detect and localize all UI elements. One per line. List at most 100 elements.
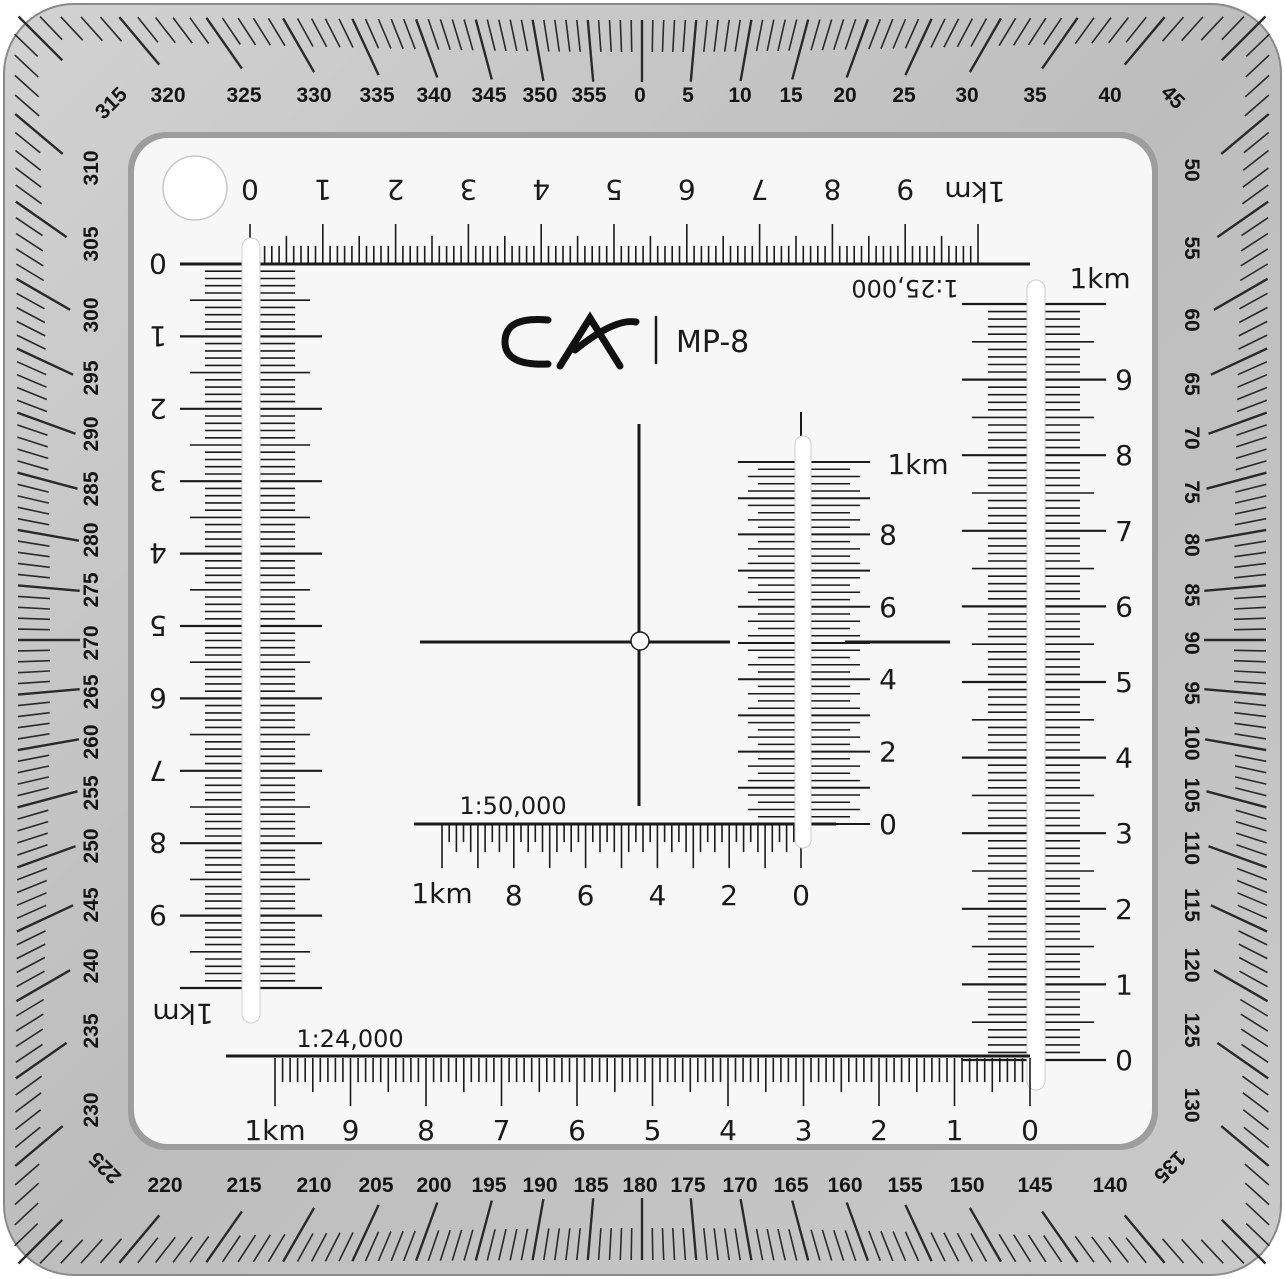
bezel-tick [1235,448,1267,460]
bezel-label-bottom: 190 [522,1174,557,1197]
bezel-tick [1240,248,1269,267]
bezel-label-left: 310 [80,150,103,185]
bezel-tick [16,399,48,413]
bezel-tick [1239,263,1269,282]
bezel-tick [189,1235,210,1263]
bezel-label-right: 100 [1180,725,1203,760]
bezel-tick [39,16,63,41]
top-scale-ticks [249,224,979,264]
left-scale-number: 6 [149,681,167,714]
right-scale-number: 4 [1115,742,1133,775]
bezel-tick [282,17,316,73]
bezel-tick [810,19,821,51]
bezel-tick [17,517,50,526]
bezel-tick [1027,1234,1047,1263]
bezel-label-top: 325 [226,84,261,107]
bezel-tick [221,17,241,45]
bezel-tick [80,1238,103,1264]
inner-horizontal-ticks [441,824,802,868]
bezel-tick [1234,562,1267,569]
bezel-tick [1235,809,1267,820]
bezel-tick [892,18,907,49]
top-scale-number: 2 [387,173,405,206]
bezel-tick [17,776,50,785]
bezel-label-bottom: 150 [949,1174,984,1197]
left-scale-number: 3 [149,464,167,497]
bezel-label-right: 70 [1180,426,1203,449]
bezel-tick [16,334,46,350]
bezel-label-top: 0 [634,84,646,107]
bezel-tick [15,998,45,1017]
bezel-label-bottom: 200 [416,1174,451,1197]
bezel-tick [1243,131,1270,154]
bezel-tick [554,19,561,52]
bottom-scale-number: 6 [568,1114,586,1147]
bezel-tick [15,1028,44,1048]
bezel-tick [17,562,50,569]
bezel-tick [17,790,78,809]
bezel-tick [1233,628,1267,631]
bezel-tick [1181,1238,1204,1264]
bezel-label-right: 115 [1180,888,1203,922]
right-scale-number: 3 [1115,817,1133,850]
bezel-tick [1220,113,1270,155]
left-scale-number: 4 [149,537,167,570]
bezel-tick [844,1230,857,1261]
bezel-tick [1240,1013,1269,1032]
bezel-tick [451,19,463,51]
bezel-tick [672,1228,676,1261]
bezel-tick [1234,765,1267,774]
bezel-label-left: 300 [80,297,103,332]
bezel-tick [1123,16,1166,66]
bezel-tick [16,892,47,907]
left-scale-number: 1 [149,319,167,352]
bezel-label-right: 75 [1180,480,1203,504]
bezel-label-bottom: 195 [471,1174,506,1197]
bezel-tick [1235,436,1267,448]
bezel-tick [16,386,48,401]
bezel-tick [252,1234,272,1263]
bezel-label-right: 110 [1180,831,1203,865]
bezel-tick [956,18,974,48]
bezel-tick [282,1207,316,1263]
bottom-scale-number: 1 [946,1114,964,1147]
bezel-tick [543,1228,550,1261]
bezel-tick [1208,845,1268,869]
bezel-tick [364,18,380,49]
bezel-tick [904,1204,933,1262]
bezel-tick [791,19,810,80]
bezel-tick [1234,595,1267,600]
bezel-tick [1238,930,1268,946]
bottom-scale-number: 4 [719,1114,737,1147]
top-scale-number: 0 [241,173,259,206]
bezel-tick [154,17,176,44]
bezel-tick [16,867,48,881]
bezel-tick [14,1163,40,1186]
bezel-tick [39,1239,63,1264]
bezel-tick [998,17,1017,47]
bezel-tick [1234,506,1267,515]
bezel-tick [1236,399,1268,413]
bezel-tick [892,1231,907,1262]
bezel-tick [17,448,49,460]
right-scale-unit: 1km [1069,262,1130,295]
bezel-tick [99,1238,123,1264]
bezel-tick [14,113,64,155]
bezel-label-bottom: 170 [722,1174,757,1197]
bezel-tick [60,16,84,41]
bezel-label-bottom: 220 [147,1174,182,1197]
bezel-tick [1027,17,1047,46]
bezel-tick [17,528,80,542]
bezel-tick [565,1228,571,1261]
bezel-label-bottom: 175 [670,1174,705,1197]
bezel-tick [943,18,960,48]
bezel-tick [1235,832,1267,844]
bezel-tick [1238,943,1268,960]
right-scale-number: 9 [1115,364,1133,397]
bezel-tick [17,754,50,763]
bezel-tick [1216,200,1269,239]
left-scale-number: 5 [149,609,167,642]
bezel-label-right: 95 [1180,681,1203,705]
bezel-label-left: 240 [80,948,103,983]
